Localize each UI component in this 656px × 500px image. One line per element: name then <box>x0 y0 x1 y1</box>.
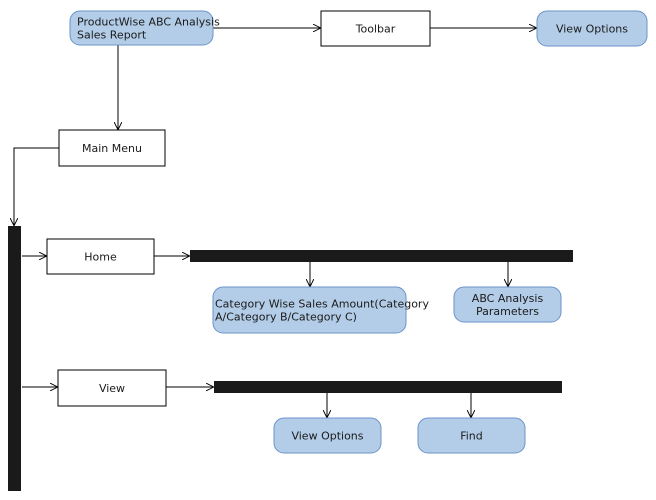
view-fork-bar <box>214 381 562 393</box>
node-toolbar: Toolbar <box>320 10 431 47</box>
node-label-line: ProductWise ABC Analysis <box>77 16 220 29</box>
node-box <box>69 10 214 46</box>
node-home: Home <box>46 238 155 275</box>
node-find: Find <box>417 417 526 454</box>
node-box <box>453 286 562 323</box>
node-box <box>212 286 407 334</box>
node-label-line: View Options <box>291 430 363 443</box>
node-label-line: Main Menu <box>82 142 142 155</box>
node-box <box>320 10 431 47</box>
node-box <box>46 238 155 275</box>
node-label-line: View <box>99 382 125 395</box>
node-main-menu: Main Menu <box>58 129 166 167</box>
edge-main-menu-sidebar <box>14 147 59 225</box>
node-label-line: Toolbar <box>355 23 396 36</box>
home-fork-bar <box>190 250 573 262</box>
node-box <box>57 369 167 407</box>
node-label-line: Home <box>84 251 117 264</box>
node-box <box>273 417 382 454</box>
node-box <box>417 417 526 454</box>
node-label-line: ABC Analysis <box>472 292 544 305</box>
vertical-sidebar-bar <box>8 226 21 491</box>
node-label-line: View Options <box>556 23 628 36</box>
node-view: View <box>57 369 167 407</box>
node-category-sales: Category Wise Sales Amount(CategoryA/Cat… <box>212 286 429 334</box>
node-box <box>58 129 166 167</box>
node-label-line: Parameters <box>476 305 539 318</box>
node-label-line: Sales Report <box>77 29 147 42</box>
node-box <box>536 10 648 47</box>
node-label-line: Category Wise Sales Amount(Category <box>215 298 429 311</box>
node-view-options: View Options <box>273 417 382 454</box>
node-label-line: A/Category B/Category C) <box>215 311 357 324</box>
node-view-options-top: View Options <box>536 10 648 47</box>
node-label-line: Find <box>460 430 483 443</box>
